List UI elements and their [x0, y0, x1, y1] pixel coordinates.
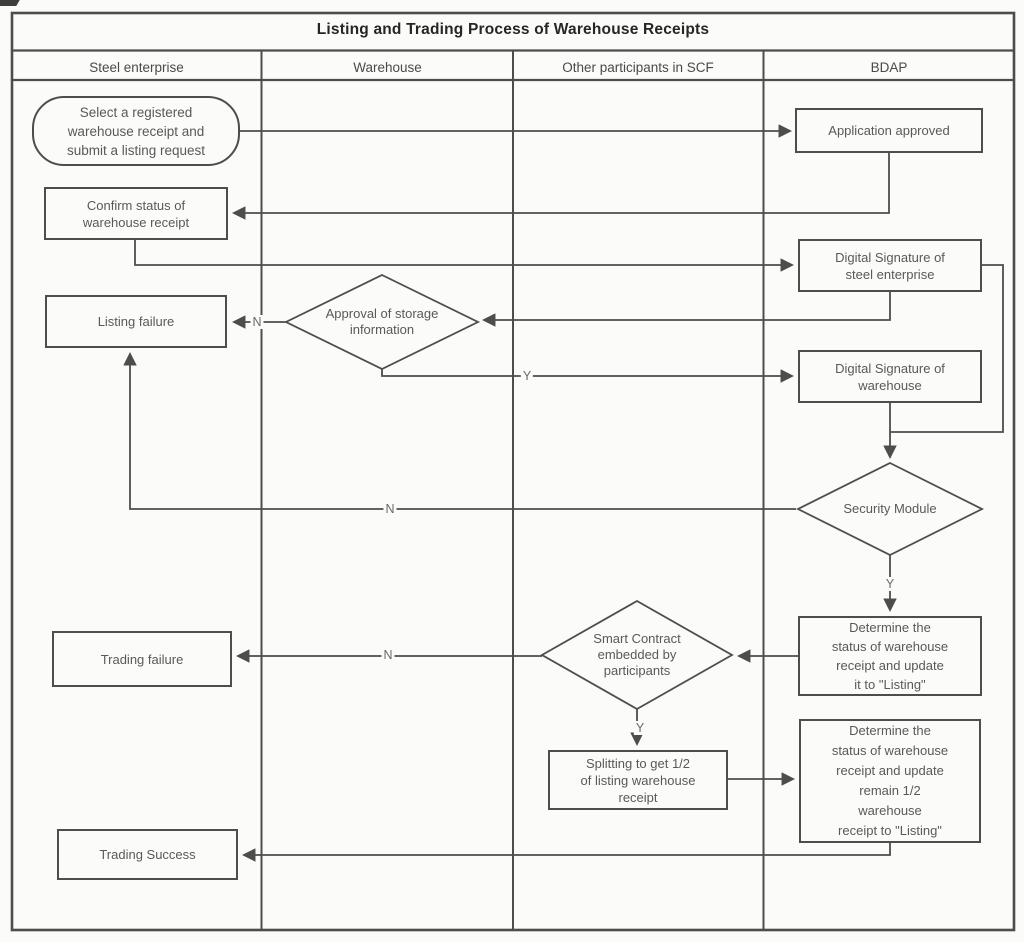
lane-header-steel-enterprise: Steel enterprise	[89, 60, 184, 75]
label-smart-contract: Smart Contract embedded by participants	[593, 631, 681, 678]
node-trading-failure: Trading failure	[52, 631, 232, 687]
edge-label-approval-no: N	[250, 315, 264, 329]
edge-confirm-to-ds-steel	[134, 240, 795, 272]
label-security-module: Security Module	[843, 501, 937, 516]
node-determine-remain: Determine the status of warehouse receip…	[799, 719, 981, 843]
swimlane-grid	[10, 11, 1016, 932]
edge-label-security-no: N	[383, 502, 397, 516]
edge-application-approved-to-confirm	[231, 153, 890, 220]
node-start: Select a registered warehouse receipt an…	[32, 96, 240, 166]
node-determine-listing: Determine the status of warehouse receip…	[798, 616, 982, 696]
node-trading-success: Trading Success	[57, 829, 238, 880]
approval-storage-diamond	[283, 273, 481, 371]
node-ds-warehouse: Digital Signature of warehouse	[798, 350, 982, 403]
edge-label-smart-yes: Y	[633, 721, 647, 735]
edge-label-approval-yes: Y	[520, 369, 534, 383]
diagram-title: Listing and Trading Process of Warehouse…	[316, 21, 710, 38]
label-approval-storage: Approval of storage information	[325, 306, 439, 337]
edge-security-no-to-listing-failure	[123, 351, 796, 510]
smart-contract-diamond	[540, 599, 734, 711]
node-confirm-status: Confirm status of warehouse receipt	[44, 187, 228, 240]
lane-header-other-participants: Other participants in SCF	[562, 60, 714, 75]
node-application-approved: Application approved	[795, 108, 983, 153]
lane-header-bdap: BDAP	[870, 60, 908, 75]
edge-ds-steel-to-approval	[481, 292, 891, 327]
node-ds-steel: Digital Signature of steel enterprise	[798, 239, 982, 292]
security-module-diamond	[795, 461, 985, 557]
lane-header-warehouse: Warehouse	[353, 60, 422, 75]
edge-ds-steel-feedback	[890, 264, 1004, 433]
edge-label-security-yes: Y	[883, 577, 897, 591]
node-listing-failure: Listing failure	[45, 295, 227, 348]
node-splitting: Splitting to get 1/2 of listing warehous…	[548, 750, 728, 810]
diamonds	[283, 273, 985, 711]
edges	[123, 124, 1004, 862]
edge-determine-remain-to-trading-success	[241, 843, 891, 862]
edge-label-smart-no: N	[381, 648, 395, 662]
edge-approval-yes-to-ds-warehouse	[381, 369, 795, 383]
